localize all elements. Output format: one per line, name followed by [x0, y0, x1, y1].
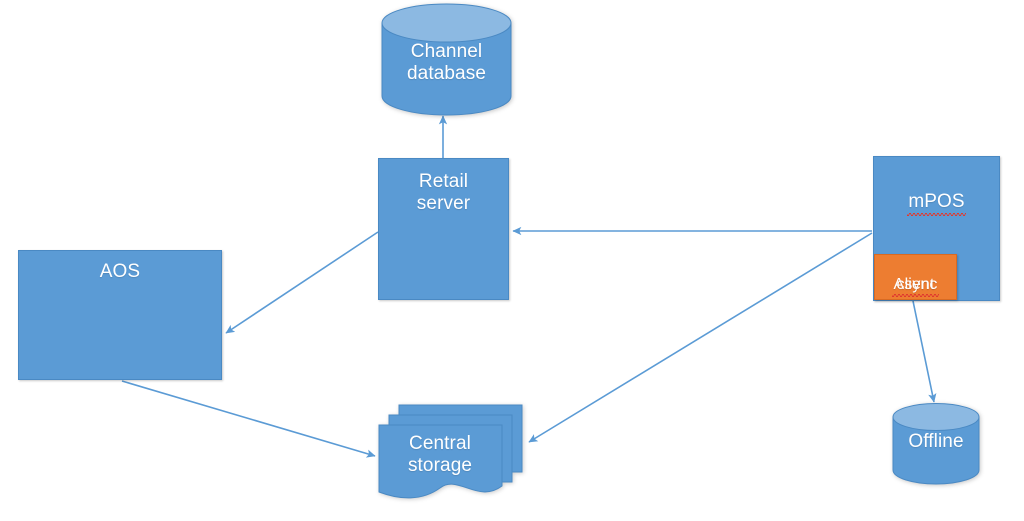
node-mpos-label: mPOS [874, 169, 999, 217]
node-channel-database[interactable]: Channel database [381, 3, 512, 116]
node-aos[interactable]: AOS [18, 250, 222, 380]
node-async-client-label-line1: Async [875, 257, 956, 297]
node-async-client[interactable]: Async client [874, 254, 957, 300]
node-async-client-label-word-async: Async [892, 275, 939, 297]
node-retail-server[interactable]: Retail server [378, 158, 509, 300]
node-async-client-label-line2: client [896, 276, 935, 293]
node-mpos-label-text: mPOS [907, 191, 967, 217]
node-channel-database-label: Channel database [407, 41, 486, 85]
node-offline-label: Offline [908, 431, 964, 452]
node-offline[interactable]: Offline [892, 403, 980, 485]
central-storage-multidocument-icon [378, 404, 523, 499]
channel-database-cylinder-icon [381, 3, 512, 116]
node-aos-label: AOS [99, 261, 141, 282]
node-central-storage-label: Central storage [407, 433, 473, 477]
node-central-storage[interactable]: Central storage [378, 400, 526, 518]
offline-cylinder-icon [892, 403, 980, 485]
node-retail-server-label: Retail server [416, 171, 471, 215]
